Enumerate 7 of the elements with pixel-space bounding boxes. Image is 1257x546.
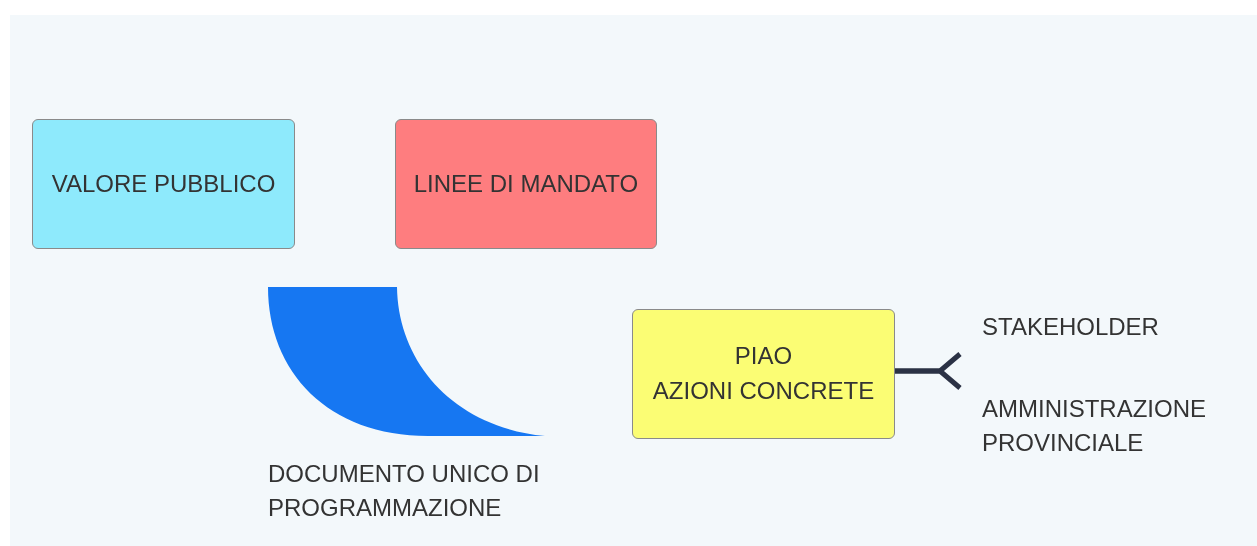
branch-label: STAKEHOLDER bbox=[982, 312, 1160, 342]
branch-label: AMMINISTRAZIONE PROVINCIALE bbox=[982, 394, 1207, 458]
node-label: DOCUMENTO UNICO DI PROGRAMMAZIONE bbox=[268, 459, 541, 523]
connector-line bbox=[895, 368, 962, 390]
topic-box: PIAO AZIONI CONCRETE bbox=[632, 309, 895, 439]
topic-box: VALORE PUBBLICO bbox=[32, 119, 295, 249]
topic-box: LINEE DI MANDATO bbox=[395, 119, 657, 249]
